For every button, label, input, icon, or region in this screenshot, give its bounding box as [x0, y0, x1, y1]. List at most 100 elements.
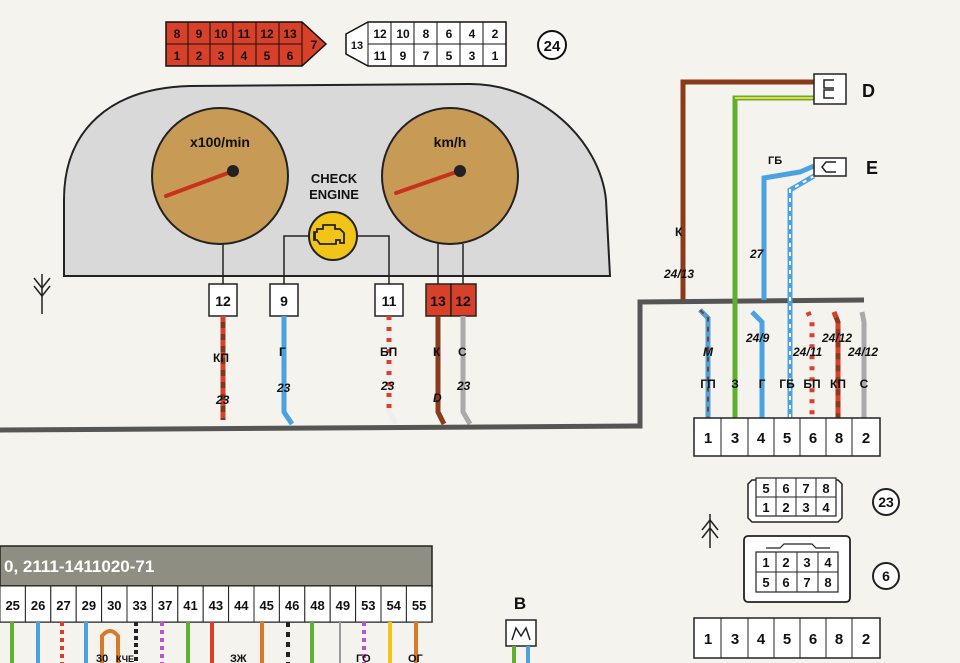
c23-bottom-pin: 1 — [762, 500, 769, 515]
terminal-pin: 5 — [783, 430, 791, 447]
ecu-pin-cell — [101, 585, 128, 623]
wire-code-k-right: К — [675, 225, 683, 239]
c24-white-bottom-pin: 9 — [400, 49, 407, 63]
terminal-pin: 2 — [862, 430, 870, 447]
c24-red-top-pin: 8 — [174, 27, 181, 41]
ecu-pin-label: 41 — [183, 598, 197, 613]
c6-top-pin: 1 — [762, 555, 769, 570]
c24-red-bottom-pin: 1 — [174, 49, 181, 63]
ecu-pin-label: 48 — [310, 598, 324, 613]
speedo-label: km/h — [434, 134, 467, 150]
right-wire-code: КП — [830, 377, 846, 391]
terminal-pin: 3 — [731, 430, 739, 447]
ecu-wires — [10, 622, 418, 663]
terminal-pin: 4 — [757, 430, 766, 447]
right-wire-code: ГП — [700, 377, 715, 391]
c23-top-pin: 5 — [762, 481, 769, 496]
check-engine-line2: ENGINE — [309, 187, 359, 202]
c24-red-bottom-pin: 3 — [218, 49, 225, 63]
cluster-pin-12b: 12 — [455, 293, 471, 309]
bottom-terminal-pin: 5 — [783, 631, 791, 648]
ecu-pin-cell — [50, 585, 77, 623]
c24-white-side-pin: 13 — [351, 40, 363, 52]
c24-white-top-pin: 2 — [492, 27, 499, 41]
ref-24-12a: 24/12 — [821, 331, 852, 345]
ecu-pin-cell — [405, 585, 433, 623]
tacho-label: x100/min — [190, 134, 250, 150]
ecu-pin-label: 45 — [259, 598, 273, 613]
connector-24-red-block: 8 9 10 11 12 13 1 2 3 4 5 6 7 — [165, 21, 328, 67]
bottom-terminal-block: 1 3 4 5 6 8 2 — [693, 617, 881, 659]
connector-23-number: 23 — [878, 494, 894, 510]
ecu-pin-label: 29 — [82, 598, 96, 613]
check-engine-line1: CHECK — [311, 171, 358, 186]
c24-red-bottom-pin: 5 — [264, 49, 271, 63]
connector-24-callout: 24 — [537, 30, 567, 60]
c24-red-top-pin: 12 — [260, 27, 274, 41]
cluster-wires — [220, 316, 473, 426]
cluster-pin-12: 12 — [215, 293, 231, 309]
ecu-pin-label: 49 — [336, 598, 350, 613]
ecu-pin-cell — [202, 585, 230, 623]
ecu-pin-cell — [228, 585, 255, 623]
right-wire-code: С — [860, 377, 869, 391]
bottom-terminal-pin: 1 — [704, 631, 712, 648]
ecu-wire-label: 30 — [96, 653, 108, 663]
ecu-pin-cell — [177, 585, 204, 623]
connector-6: 1 2 3 4 5 6 7 8 6 — [743, 535, 900, 603]
ecu-pin-label: 30 — [107, 598, 121, 613]
speedometer-gauge: km/h — [381, 107, 519, 245]
c6-top-pin: 4 — [824, 555, 832, 570]
ecu-pin-cell — [151, 585, 179, 623]
right-terminal-block: 1 3 4 5 6 8 2 — [693, 417, 881, 457]
c23-top-pin: 8 — [822, 481, 829, 496]
c24-white-top-pin: 12 — [373, 27, 387, 41]
ecu-pin-label: 53 — [361, 598, 375, 613]
ecu-pin-cell — [126, 585, 153, 623]
wire-ref: 23 — [456, 379, 471, 393]
bottom-terminal-pin: 8 — [835, 631, 843, 648]
harness-bus — [0, 297, 865, 433]
wire-ref: 23 — [380, 379, 395, 393]
c23-bottom-pin: 2 — [782, 500, 789, 515]
ecu-pin-label: 44 — [234, 598, 249, 613]
wire-code-m: М — [703, 345, 714, 359]
ref-27: 27 — [749, 247, 765, 261]
c6-bottom-pin: 7 — [803, 575, 810, 590]
connector-b-icon — [505, 619, 537, 663]
mating-arrow-icon — [701, 514, 719, 548]
ecu-wire-label: ГО — [356, 653, 371, 663]
wire-ref: 23 — [276, 381, 291, 395]
ecu-pin-label: 55 — [412, 598, 426, 613]
ecu-pin-cell — [278, 585, 306, 623]
right-wire-code: ГБ — [779, 377, 795, 391]
ecu-pin-label: 43 — [209, 598, 223, 613]
right-wire-code: Г — [759, 377, 766, 391]
c6-top-pin: 2 — [782, 555, 789, 570]
connector-d-icon — [813, 73, 847, 105]
c24-white-bottom-pin: 7 — [423, 49, 430, 63]
ecu-pin-cell — [329, 585, 357, 623]
terminal-pin: 1 — [704, 430, 712, 447]
label-b: B — [514, 594, 526, 613]
c24-red-bottom-pin: 6 — [287, 49, 294, 63]
label-d: D — [862, 81, 875, 101]
instrument-cluster: x100/min km/h CHECK ENGINE — [63, 82, 612, 286]
bottom-terminal-pin: 2 — [862, 631, 870, 648]
terminal-pin: 8 — [835, 430, 843, 447]
c23-top-pin: 6 — [782, 481, 789, 496]
c24-red-bottom-pin: 4 — [241, 49, 248, 63]
ecu-pin-label: 26 — [31, 598, 45, 613]
c24-white-top-pin: 4 — [469, 27, 476, 41]
wire-ref: 23 — [215, 393, 230, 407]
terminal-pin: 6 — [809, 430, 817, 447]
connector-24-number: 24 — [544, 38, 561, 55]
check-engine-lamp-icon — [308, 211, 358, 261]
bottom-terminal-pin: 4 — [757, 631, 766, 648]
wire-ref-d: D — [433, 391, 442, 405]
connector-e-icon — [813, 157, 847, 177]
ecu-pin-cell — [75, 585, 103, 623]
connector-23: 5 6 7 8 1 2 3 4 23 — [747, 477, 900, 523]
cluster-pin-11: 11 — [382, 293, 397, 309]
